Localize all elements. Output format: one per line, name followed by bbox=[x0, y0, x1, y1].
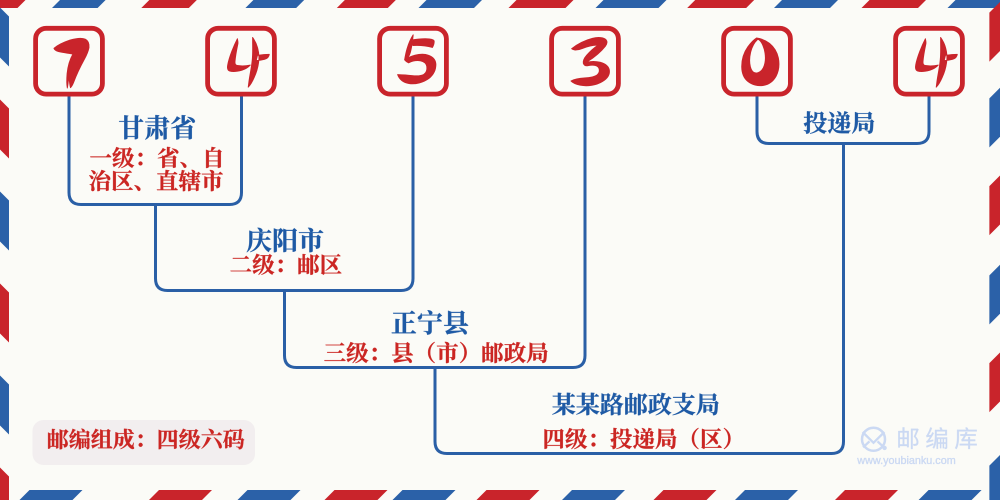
svg-text:www.youbianku.com: www.youbianku.com bbox=[856, 455, 955, 467]
